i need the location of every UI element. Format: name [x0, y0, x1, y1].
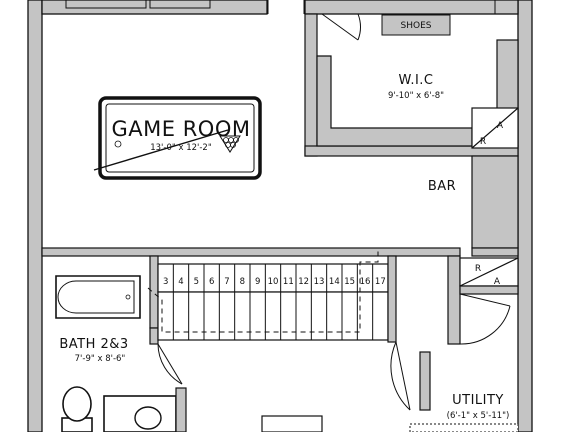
- stair-top-wall-right: [471, 247, 519, 257]
- stair-step-number: 13: [314, 277, 325, 287]
- right-wall: [517, 0, 533, 432]
- utility-bottom-counter: [409, 423, 519, 432]
- wic-shelf: [316, 55, 473, 147]
- pool-table: [93, 96, 262, 180]
- lower-r-label: R: [475, 264, 481, 274]
- utility-door: [390, 341, 411, 411]
- wic-door: [321, 13, 361, 41]
- lower-ra-bottom: [459, 285, 519, 295]
- stair-step-number: 8: [240, 277, 245, 287]
- utility-left-wall: [419, 351, 431, 411]
- game-room-dimensions: 13'-0" x 12'-2": [150, 143, 212, 153]
- bathtub: [55, 275, 141, 319]
- bath-lower-wall: [149, 327, 159, 345]
- bath-door: [157, 343, 183, 385]
- wic-title: W.I.C: [398, 73, 433, 88]
- stair-step-number: 4: [178, 277, 183, 287]
- stair-step-number: 16: [360, 277, 371, 287]
- stair-step-number: 15: [344, 277, 355, 287]
- bottom-door-frame: [261, 415, 323, 432]
- stair-step-number: 11: [283, 277, 294, 287]
- bath-title: BATH 2&3: [59, 337, 128, 352]
- tub-drain: [125, 294, 131, 300]
- bath-bottom-wall: [175, 387, 187, 432]
- top-window-mid: [149, 0, 211, 9]
- bath-walls: [149, 255, 159, 345]
- bath-dimensions: 7'-9" x 8'-6": [75, 354, 126, 364]
- stair-step-number: 5: [194, 277, 199, 287]
- stair-top-wall: [41, 247, 461, 257]
- stair-step-number: 7: [224, 277, 229, 287]
- top-openings: [65, 0, 496, 14]
- top-wall-right: [304, 0, 519, 15]
- bar-counter: [471, 155, 519, 249]
- top-window-left: [65, 0, 147, 9]
- stair-step-number: 3: [163, 277, 168, 287]
- wic-left-wall: [304, 13, 318, 157]
- lower-a-label: A: [494, 277, 501, 287]
- stair-step-number: 12: [298, 277, 309, 287]
- shoes-label: SHOES: [401, 21, 432, 31]
- stair-landing-door: [459, 293, 511, 345]
- stair-direction-arrow: [147, 247, 430, 333]
- stair-step-number: 6: [209, 277, 214, 287]
- stair-step-number: 9: [255, 277, 260, 287]
- upper-r-label: R: [480, 137, 486, 147]
- utility-title: UTILITY: [452, 393, 504, 408]
- stair-step-number: 14: [329, 277, 340, 287]
- lower-ra-wall-left: [447, 255, 461, 345]
- stair-step-number: 17: [375, 277, 386, 287]
- sink-counter: [103, 395, 177, 432]
- bathtub-inner: [57, 280, 135, 314]
- bar-title: BAR: [428, 179, 456, 194]
- left-wall: [27, 0, 43, 432]
- stair-step-number: 10: [268, 277, 279, 287]
- exterior-walls: [27, 0, 533, 432]
- toilet: [61, 386, 93, 432]
- game-room-title: GAME ROOM: [112, 117, 251, 141]
- upper-a-label: A: [497, 121, 504, 131]
- lower-ra-closet: [459, 257, 519, 287]
- stair-right-wall: [387, 255, 397, 343]
- utility-dimensions: (6'-1" x 5'-11"): [447, 411, 510, 421]
- top-wall-left: [41, 0, 268, 15]
- stair-treads: [172, 264, 374, 340]
- bath-right-wall: [149, 255, 159, 329]
- upper-ra-closet: [471, 107, 519, 149]
- shoes-shelf: [381, 14, 451, 36]
- pool-cue: [93, 129, 229, 171]
- wic-dimensions: 9'-10" x 6'-8": [388, 91, 444, 101]
